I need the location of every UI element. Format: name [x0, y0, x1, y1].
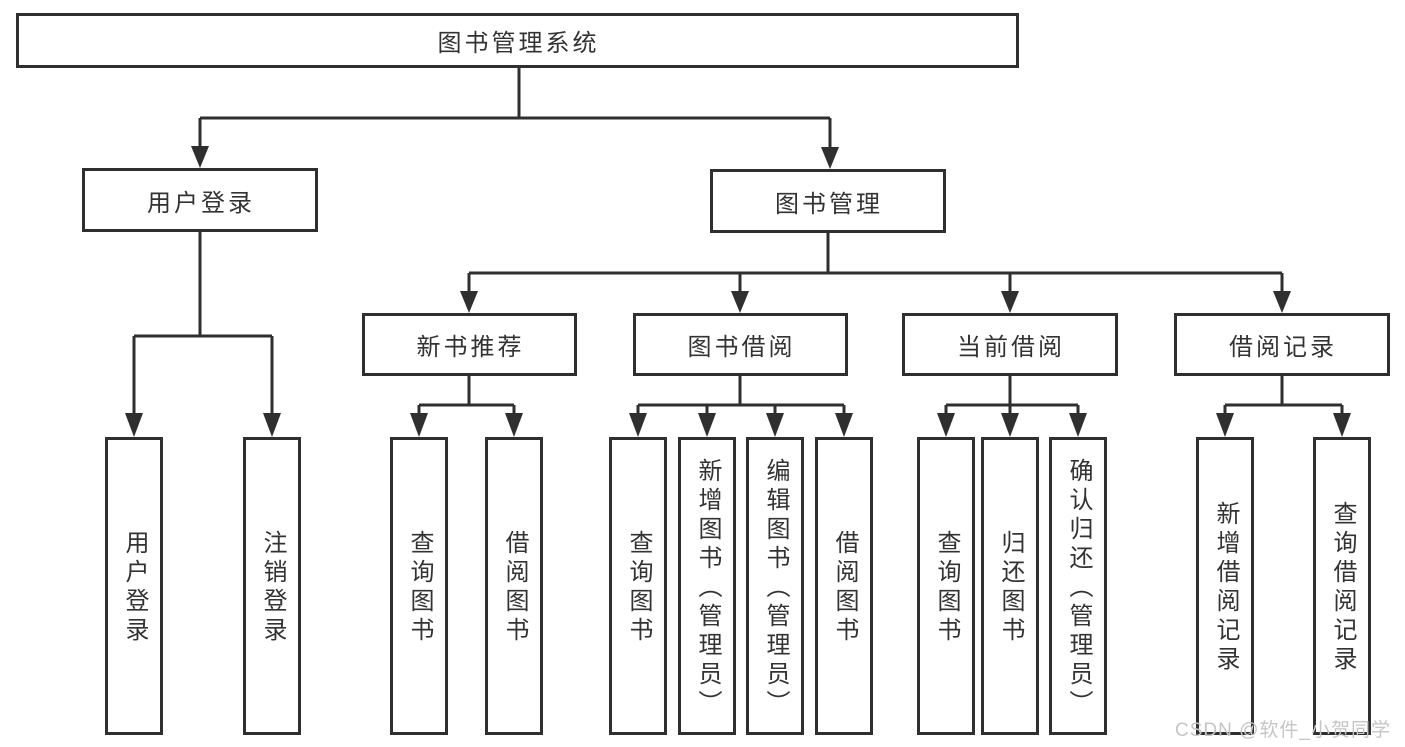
leaf-record-add-record-label: 新增借阅记录	[1212, 501, 1239, 675]
leaf-borrow-borrow-book: 借阅图书	[815, 437, 873, 735]
connector-borrow-to-leaves	[636, 376, 846, 414]
leaf-current-return-book: 归还图书	[981, 437, 1039, 735]
node-book-borrowing-label: 图书借阅	[687, 334, 796, 361]
leaf-record-add-record: 新增借阅记录	[1196, 437, 1254, 735]
node-root-label: 图书管理系统	[437, 30, 600, 57]
connector-root-to-level2	[198, 68, 832, 148]
leaf-borrow-borrow-book-label: 借阅图书	[831, 530, 858, 646]
arrowheads	[125, 146, 1351, 437]
leaf-borrow-query-book-label: 查询图书	[625, 530, 652, 646]
node-borrowing-records: 借阅记录	[1174, 313, 1390, 376]
node-book-management-label: 图书管理	[775, 190, 883, 218]
leaf-current-query-book-label: 查询图书	[933, 530, 960, 646]
leaf-current-return-book-label: 归还图书	[997, 530, 1024, 646]
leaf-current-confirm-return-admin: 确认归还（管理员）	[1049, 437, 1107, 735]
node-book-management: 图书管理	[710, 169, 946, 233]
leaf-newbook-query-book: 查询图书	[390, 437, 448, 735]
node-new-book-recommend: 新书推荐	[362, 313, 577, 376]
csdn-watermark: CSDN @软件_小贺同学	[1175, 720, 1391, 741]
leaf-user-login: 用户登录	[105, 437, 163, 735]
leaf-logout-login-label: 注销登录	[259, 530, 286, 646]
leaf-borrow-edit-book-admin: 编辑图书（管理员）	[746, 437, 804, 735]
leaf-borrow-add-book-admin: 新增图书（管理员）	[678, 437, 736, 735]
connector-mgmt-to-level3	[467, 233, 1284, 292]
leaf-record-query-record-label: 查询借阅记录	[1329, 501, 1356, 675]
leaf-current-query-book: 查询图书	[917, 437, 975, 735]
node-user-login-label: 用户登录	[147, 189, 255, 217]
node-book-borrowing: 图书借阅	[633, 313, 848, 376]
leaf-borrow-query-book: 查询图书	[609, 437, 667, 735]
leaf-logout-login: 注销登录	[243, 437, 301, 735]
connector-current-to-leaves	[944, 376, 1080, 414]
node-new-book-recommend-label: 新书推荐	[416, 334, 525, 361]
node-current-borrowing: 当前借阅	[902, 313, 1118, 376]
leaf-current-confirm-return-admin-label: 确认归还（管理员）	[1065, 457, 1092, 719]
leaf-newbook-query-book-label: 查询图书	[406, 530, 433, 646]
connector-newbook-to-leaves	[417, 376, 516, 414]
leaf-newbook-borrow-book: 借阅图书	[485, 437, 543, 735]
node-borrowing-records-label: 借阅记录	[1229, 334, 1337, 361]
node-current-borrowing-label: 当前借阅	[957, 334, 1065, 361]
connector-record-to-leaves	[1223, 376, 1344, 414]
leaf-borrow-edit-book-admin-label: 编辑图书（管理员）	[762, 457, 789, 719]
node-user-login: 用户登录	[82, 168, 318, 232]
leaf-newbook-borrow-book-label: 借阅图书	[501, 530, 528, 646]
leaf-borrow-add-book-admin-label: 新增图书（管理员）	[694, 457, 721, 719]
leaf-user-login-label: 用户登录	[121, 530, 148, 646]
node-root-system: 图书管理系统	[16, 13, 1019, 68]
connector-login-to-leaves	[132, 232, 274, 414]
leaf-record-query-record: 查询借阅记录	[1313, 437, 1371, 735]
